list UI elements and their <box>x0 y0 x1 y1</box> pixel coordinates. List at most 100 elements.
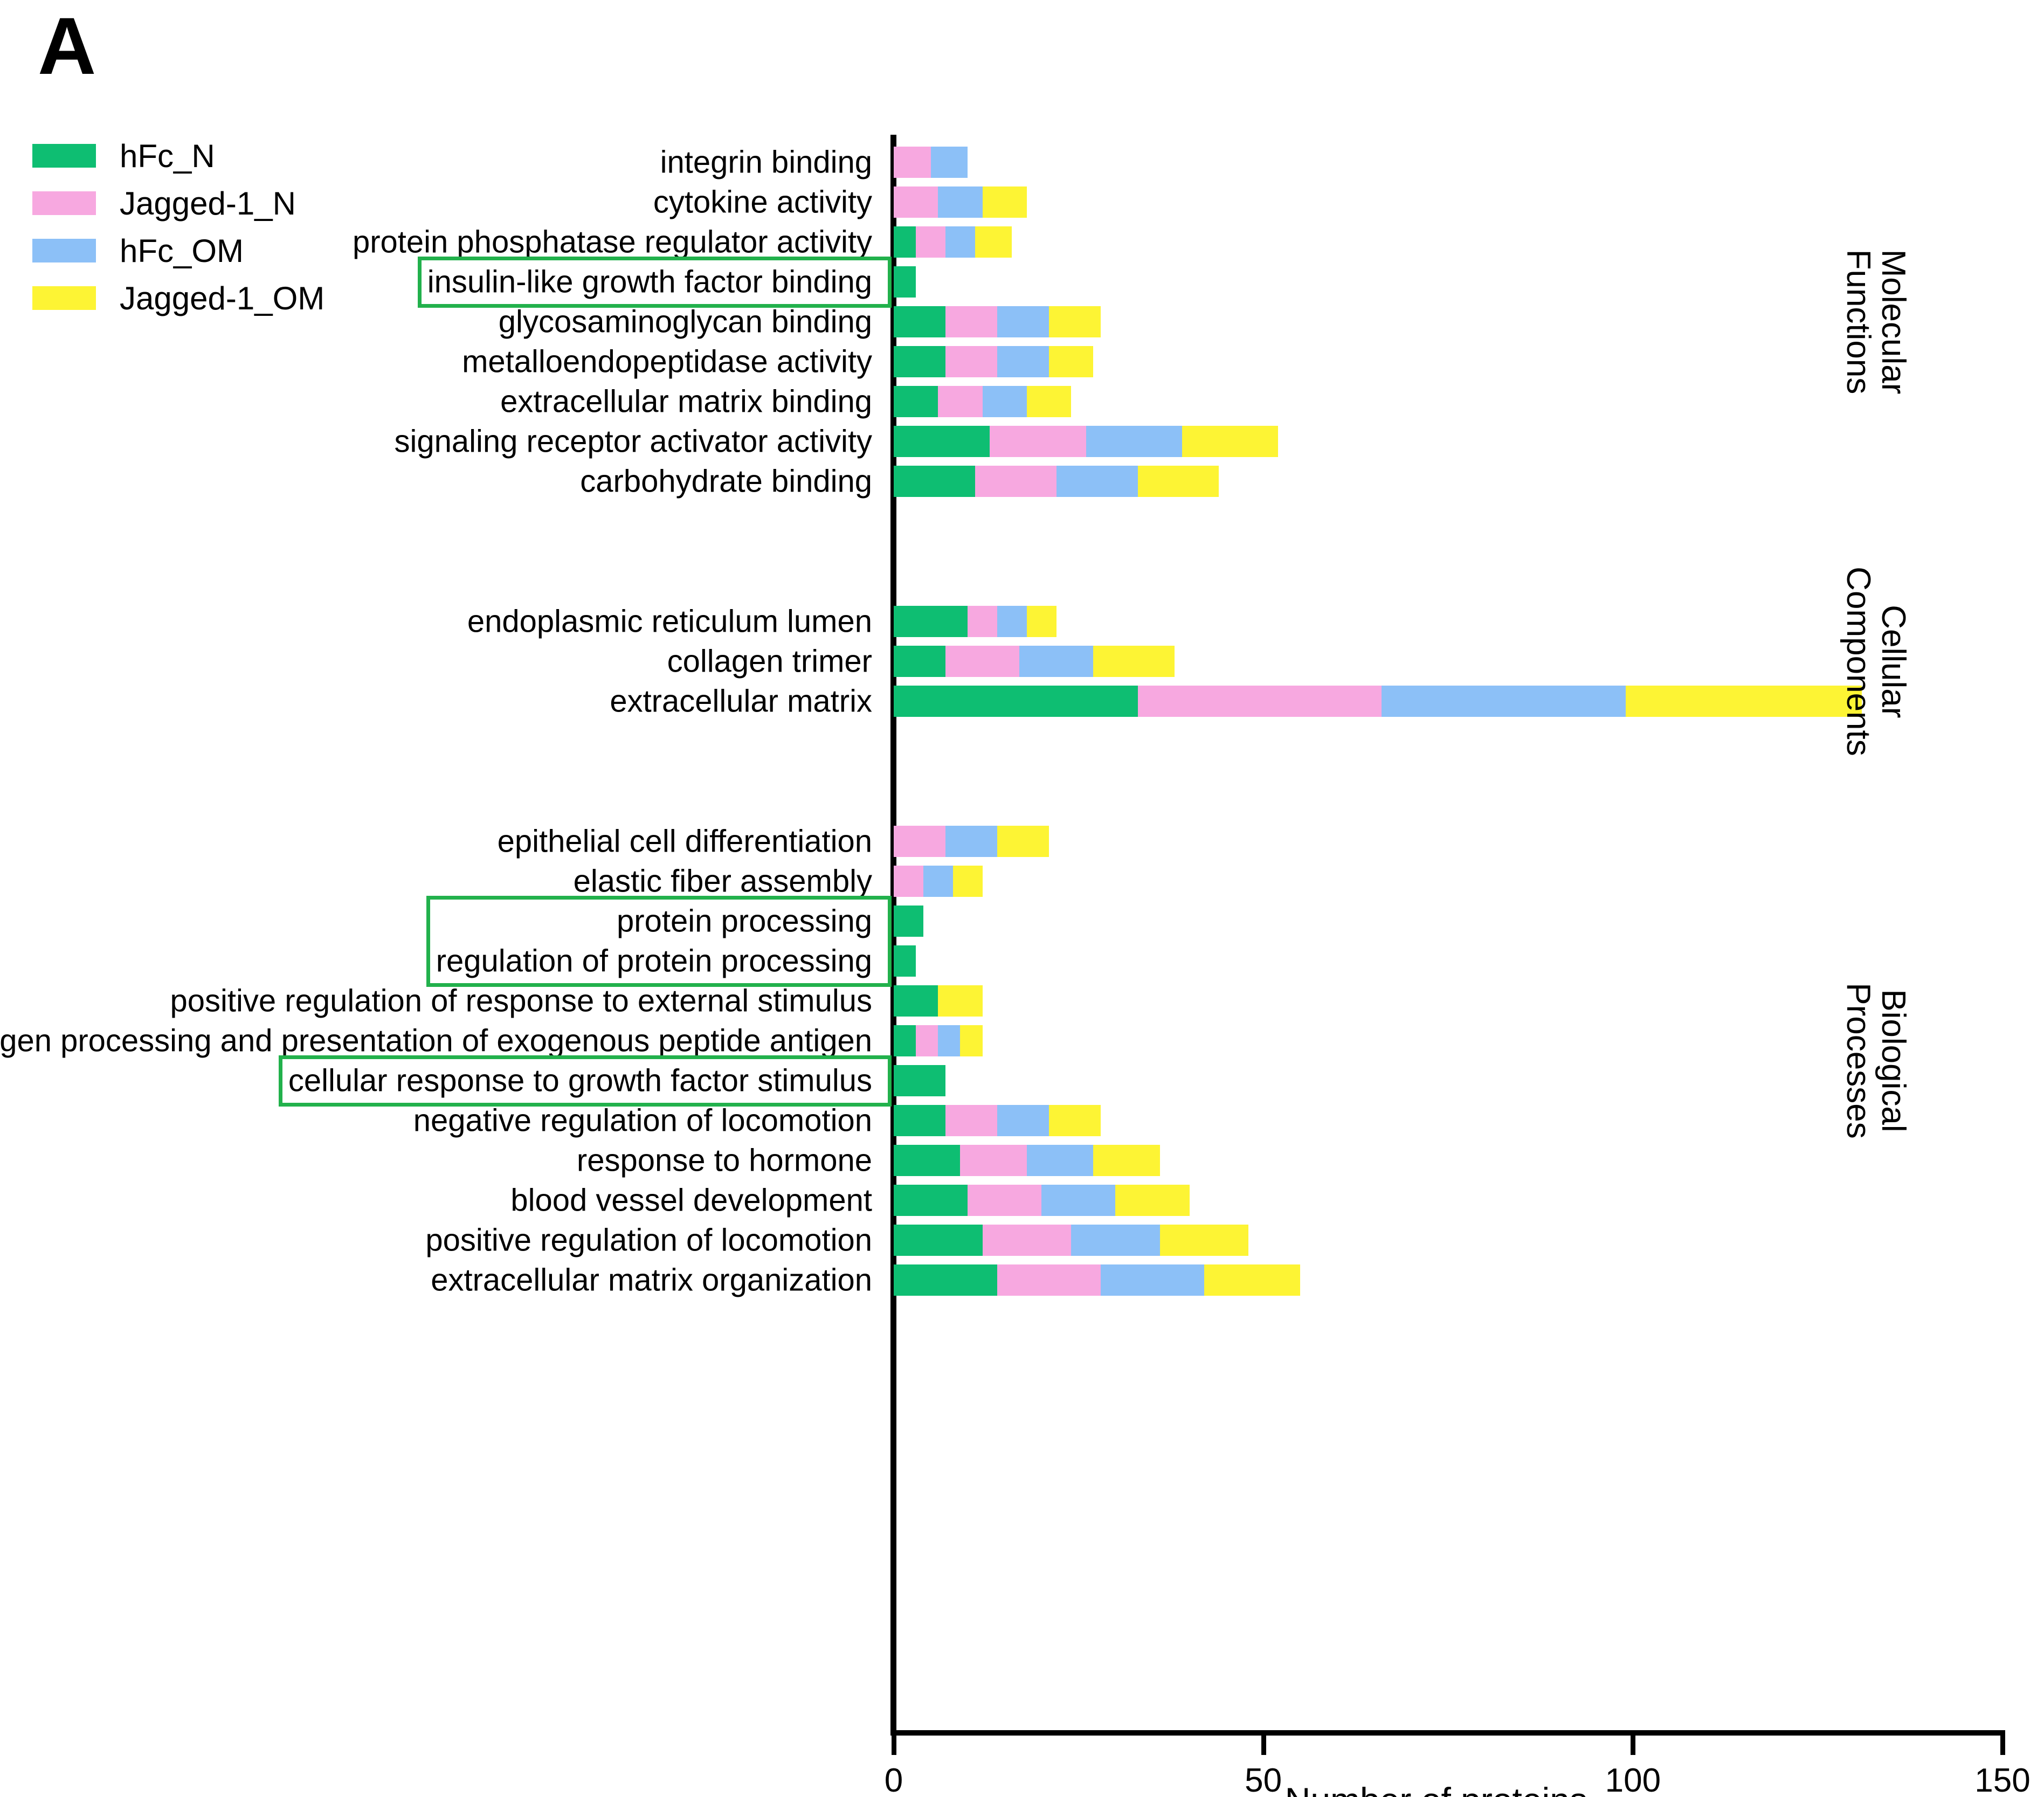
bar-row <box>894 1065 945 1096</box>
category-label: antigen processing and presentation of e… <box>0 1023 872 1059</box>
bar-segment <box>1056 466 1138 497</box>
highlight-box <box>417 256 892 308</box>
bar-row <box>894 686 1862 717</box>
bar-segment <box>945 346 997 377</box>
bar-segment <box>997 306 1049 337</box>
bar-segment <box>982 186 1027 218</box>
legend-item: hFc_N <box>32 132 324 179</box>
bar-segment <box>1625 686 1862 717</box>
bar-segment <box>894 1065 945 1096</box>
bar-segment <box>894 1225 983 1256</box>
bar-segment <box>1048 1105 1101 1136</box>
bar-segment <box>960 1145 1027 1176</box>
bar-segment <box>923 866 953 897</box>
bar-segment <box>894 1105 945 1136</box>
bar-row <box>894 1145 1160 1176</box>
bar-segment <box>930 147 968 178</box>
bar-segment <box>945 646 1020 677</box>
bar-segment <box>916 1025 938 1056</box>
bar-segment <box>1093 1145 1160 1176</box>
bar-row <box>894 306 1101 337</box>
bar-segment <box>894 646 945 677</box>
highlight-box <box>426 895 892 987</box>
x-axis-tick-label: 100 <box>1605 1762 1661 1797</box>
bar-row <box>894 386 1072 417</box>
group-label: Biological Processes <box>1840 983 1912 1139</box>
category-label: extracellular matrix organization <box>431 1262 872 1298</box>
bar-segment <box>997 1264 1101 1296</box>
legend-label: Jagged-1_OM <box>120 280 325 316</box>
bar-segment <box>990 426 1086 457</box>
bar-segment <box>894 147 931 178</box>
group-label: Cellular Components <box>1840 566 1912 756</box>
bar-row <box>894 906 923 937</box>
bar-row <box>894 985 983 1017</box>
category-label: negative regulation of locomotion <box>413 1103 872 1138</box>
bar-segment <box>894 226 916 258</box>
bar-segment <box>968 606 997 637</box>
bar-row <box>894 945 916 977</box>
category-label: integrin binding <box>660 144 872 180</box>
highlight-box <box>278 1055 892 1107</box>
bar-row <box>894 346 1094 377</box>
bar-segment <box>945 306 997 337</box>
bar-row <box>894 426 1279 457</box>
category-label: metalloendopeptidase activity <box>462 344 872 379</box>
x-axis-tick <box>1261 1730 1266 1755</box>
bar-segment <box>938 1025 961 1056</box>
bar-segment <box>1048 346 1094 377</box>
bar-segment <box>1071 1225 1160 1256</box>
legend-swatch-icon <box>32 286 96 310</box>
bar-segment <box>894 386 938 417</box>
category-label: insulin-like growth factor binding <box>427 264 872 300</box>
bar-segment <box>1086 426 1182 457</box>
x-axis-title: Number of proteins <box>1285 1780 1587 1797</box>
bar-segment <box>952 866 983 897</box>
bar-segment <box>1048 306 1101 337</box>
bar-segment <box>997 606 1027 637</box>
bar-segment <box>1382 686 1626 717</box>
bar-segment <box>975 466 1056 497</box>
category-label: extracellular matrix binding <box>500 384 872 419</box>
bar-row <box>894 826 1049 857</box>
bar-row <box>894 606 1056 637</box>
bar-segment <box>960 1025 983 1056</box>
category-label: glycosaminoglycan binding <box>498 304 872 340</box>
bar-segment <box>894 906 923 937</box>
bar-segment <box>1159 1225 1249 1256</box>
bar-segment <box>938 186 983 218</box>
legend-swatch-icon <box>32 191 96 215</box>
legend-swatch-icon <box>32 239 96 262</box>
group-label: Molecular Functions <box>1840 249 1912 395</box>
bar-row <box>894 466 1219 497</box>
bar-row <box>894 266 916 298</box>
bar-segment <box>982 386 1027 417</box>
x-axis-tick-label: 0 <box>884 1762 903 1797</box>
category-label: endoplasmic reticulum lumen <box>467 604 872 639</box>
bar-segment <box>1026 386 1072 417</box>
bar-segment <box>945 826 997 857</box>
bar-segment <box>894 686 1138 717</box>
bar-segment <box>916 226 945 258</box>
bar-segment <box>997 346 1049 377</box>
bar-segment <box>1182 426 1279 457</box>
bar-segment <box>1041 1185 1116 1216</box>
bar-row <box>894 866 983 897</box>
x-axis-line <box>890 1730 2002 1736</box>
bar-segment <box>938 985 983 1017</box>
bar-segment <box>945 226 975 258</box>
legend-label: hFc_OM <box>120 232 244 269</box>
category-label: elastic fiber assembly <box>573 863 872 899</box>
x-axis-tick <box>2000 1730 2005 1755</box>
legend-label: hFc_N <box>120 137 215 174</box>
category-label: positive regulation of response to exter… <box>170 983 872 1019</box>
bar-segment <box>1137 686 1382 717</box>
category-label: blood vessel development <box>510 1183 872 1218</box>
category-label: cellular response to growth factor stimu… <box>288 1063 872 1098</box>
bar-segment <box>894 606 968 637</box>
category-label: protein processing <box>617 903 872 939</box>
legend-item: hFc_OM <box>32 227 324 274</box>
bar-segment <box>975 226 1012 258</box>
